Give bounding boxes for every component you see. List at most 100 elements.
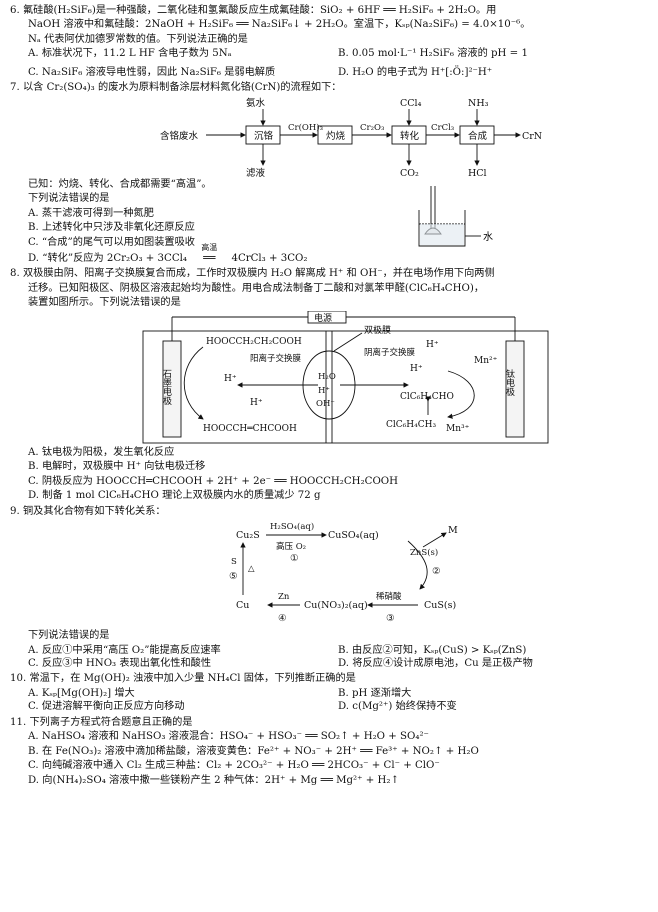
q7-high-temp-arrow: 高温 ══ [190,243,228,265]
r4-number: ④ [278,613,287,624]
cuso4: CuSO₄(aq) [328,530,379,541]
cu2s: Cu₂S [236,530,260,541]
q11-stem: 11. 下列离子方程式符合题意且正确的是 [10,716,193,728]
q9-figure-svg: Cu₂S H₂SO₄(aq) 高压 O₂ ① CuSO₄(aq) ZnS(s) … [229,521,458,624]
flow-filtrate: 滤液 [246,167,266,178]
dilute-nitric: 稀硝酸 [376,591,402,602]
q10-option-a[interactable]: A. Kₛₚ[Mg(OH)₂] 增大 [28,687,135,699]
q7-stem: 7. 以含 Cr₂(SO₄)₃ 的废水为原料制备涂层材料氮化铬(CrN)的流程如… [10,82,342,94]
flow-int3: CrCl₃ [431,123,454,133]
toluene-label: ClC₆H₄CH₃ [386,420,436,430]
zn-reagent: Zn [278,592,290,602]
power-label: 电源 [314,312,332,324]
graphite-electrode: 石墨电极 [161,369,172,406]
titanium-electrode: 钛电极 [504,368,515,397]
q11-option-b[interactable]: B. 在 Fe(NO₃)₂ 溶液中滴加稀盐酸，溶液变黄色：Fe²⁺ + NO₃⁻… [28,745,479,757]
q7-option-d-right: 4CrCl₃ + 3CO₂ [231,252,308,264]
s-reagent: S [231,557,237,567]
cu: Cu [236,600,249,611]
q9-option-c[interactable]: C. 反应③中 HNO₃ 表现出氧化性和酸性 [28,657,212,669]
q11-option-d[interactable]: D. 向(NH₄)₂SO₄ 溶液中撒一些镁粉产生 2 种气体：2H⁺ + Mg … [28,774,400,786]
q10-stem: 10. 常温下，在 Mg(OH)₂ 浊液中加入少量 NH₄Cl 固体，下列推断正… [10,673,356,685]
flow-product: CrN [522,131,542,142]
r2-number: ② [432,566,441,577]
r1-reagent: H₂SO₄(aq) [270,521,314,532]
q7-option-a[interactable]: A. 蒸干滤液可得到一种氮肥 [28,207,154,219]
question-8: 8. 双极膜由阴、阳离子交换膜复合而成，工作时双极膜内 H₂O 解离成 H⁺ 和… [10,267,650,502]
oh-inside: OH⁻ [316,399,335,409]
flow-int2: Cr₂O₃ [360,123,384,133]
h-plus-left2: H⁺ [250,398,263,408]
h-plus-right: H⁺ [410,364,423,374]
flow-ammonia: 氨水 [246,97,266,109]
q7-absorb-apparatus: 水 [418,185,493,247]
q7-option-d[interactable]: D. “转化”反应为 2Cr₂O₃ + 3CCl₄ 高温 ══ 4CrCl₃ +… [28,243,650,265]
heat-symbol: △ [248,564,255,574]
q10-option-b[interactable]: B. pH 逐渐增大 [338,687,412,699]
q9-option-d[interactable]: D. 将反应④设计成原电池，Cu 是正极产物 [338,657,533,669]
q7-flowchart: 含铬废水 氨水 沉铬 滤液 Cr(OH)₃ 灼烧 Cr₂O₃ CCl₄ 转化 C… [28,96,650,179]
anion-membrane: 阴离子交换膜 [364,347,416,358]
flow-ccl4: CCl₄ [400,98,422,109]
q7-high-temp-cond: 高温 [201,242,218,252]
q8-option-b[interactable]: B. 电解时，双极膜中 H⁺ 向钛电极迁移 [28,461,206,473]
q6-option-d[interactable]: D. H₂O 的电子式为 H⁺[:Ö:]²⁻H⁺ [338,66,493,78]
q6-option-b[interactable]: B. 0.05 mol·L⁻¹ H₂SiF₆ 溶液的 pH = 1 [338,48,528,60]
q6-options-ab: A. 标准状况下，11.2 L HF 含电子数为 5Nₐ B. 0.05 mol… [28,47,650,60]
q7-options: 已知：灼烧、转化、合成都需要“高温”。 下列说法错误的是 A. 蒸干滤液可得到一… [28,178,650,266]
q9-ask: 下列说法错误的是 [28,630,110,642]
q7-known: 已知：灼烧、转化、合成都需要“高温”。 [28,178,212,190]
question-10: 10. 常温下，在 Mg(OH)₂ 浊液中加入少量 NH₄Cl 固体，下列推断正… [10,672,650,713]
q8-stem-line3: 装置如图所示。下列说法错误的是 [28,297,181,309]
zns: ZnS(s) [410,547,438,558]
cus: CuS(s) [424,600,456,611]
q7-option-d-left: D. “转化”反应为 2Cr₂O₃ + 3CCl₄ [28,252,187,264]
flow-nh3: NH₃ [468,98,489,109]
q11-option-a[interactable]: A. NaHSO₄ 溶液和 NaHSO₃ 溶液混合：HSO₄⁻ + HSO₃⁻ … [28,731,429,743]
maleic-acid: HOOCCH═CHCOOH [203,424,297,434]
q10-options-ab: A. Kₛₚ[Mg(OH)₂] 增大 B. pH 逐渐增大 [28,687,650,700]
q7-flowchart-svg: 含铬废水 氨水 沉铬 滤液 Cr(OH)₃ 灼烧 Cr₂O₃ CCl₄ 转化 C… [160,97,542,179]
q8-option-c[interactable]: C. 阴极反应为 HOOCCH═CHCOOH + 2H⁺ + 2e⁻ ══ HO… [28,475,399,487]
q8-option-d[interactable]: D. 制备 1 mol ClC₆H₄CHO 理论上双极膜内水的质量减少 72 g [28,490,321,502]
cuno3: Cu(NO₃)₂(aq) [304,600,368,611]
q7-option-c[interactable]: C. “合成”的尾气可以用如图装置吸收 [28,236,195,248]
q8-stem-line1: 8. 双极膜由阴、阳离子交换膜复合而成，工作时双极膜内 H₂O 解离成 H⁺ 和… [10,268,495,280]
q6-option-c[interactable]: C. Na₂SiF₆ 溶液导电性弱，因此 Na₂SiF₆ 是弱电解质 [28,66,276,78]
flow-co2: CO₂ [400,168,419,178]
q10-option-c[interactable]: C. 促进溶解平衡向正反应方向移动 [28,701,185,713]
q10-option-d[interactable]: D. c(Mg²⁺) 始终保持不变 [338,701,457,713]
q7-option-b[interactable]: B. 上述转化中只涉及非氧化还原反应 [28,222,195,234]
h-plus-left: H⁺ [224,374,237,384]
question-11: 11. 下列离子方程式符合题意且正确的是 A. NaHSO₄ 溶液和 NaHSO… [10,716,650,787]
flow-int1: Cr(OH)₃ [288,122,323,133]
flow-box3-label: 转化 [400,130,420,142]
water-label: 水 [483,231,493,243]
bipolar-label: 双极膜 [364,324,391,336]
q8-option-a[interactable]: A. 钛电极为阳极，发生氧化反应 [28,446,175,458]
q10-options-cd: C. 促进溶解平衡向正反应方向移动 D. c(Mg²⁺) 始终保持不变 [28,700,650,713]
q9-option-a[interactable]: A. 反应①中采用“高压 O₂”能提高反应速率 [28,644,221,656]
q8-figure-svg: 电源 双极膜 石墨电极 钛电极 HOOCCH₂CH₂COOH 阳离子交换膜 阴离… [142,310,549,444]
cation-membrane: 阳离子交换膜 [250,353,302,364]
flow-box4-label: 合成 [468,130,488,142]
q9-stem: 9. 铜及其化合物有如下转化关系： [10,505,166,517]
q9-options-ab: A. 反应①中采用“高压 O₂”能提高反应速率 B. 由反应②可知，Kₛₚ(Cu… [28,644,650,657]
q6-option-a[interactable]: A. 标准状况下，11.2 L HF 含电子数为 5Nₐ [28,48,232,60]
m-label: M [448,525,458,536]
r1-number: ① [290,553,299,564]
r5-number: ⑤ [229,571,238,582]
question-6: 6. 氟硅酸(H₂SiF₆)是一种强酸，二氧化硅和氢氟酸反应生成氟硅酸：SiO₂… [10,4,650,79]
r3-number: ③ [386,613,395,624]
q7-ask: 下列说法错误的是 [28,193,110,205]
question-9: 9. 铜及其化合物有如下转化关系： Cu₂S [10,505,650,671]
q9-option-b[interactable]: B. 由反应②可知，Kₛₚ(CuS) > Kₛₚ(ZnS) [338,644,527,656]
q11-option-c[interactable]: C. 向纯碱溶液中通入 Cl₂ 生成三种盐：Cl₂ + 2CO₃²⁻ + H₂O… [28,760,440,772]
r1-condition: 高压 O₂ [276,541,306,552]
flow-start: 含铬废水 [160,130,199,142]
question-7: 7. 以含 Cr₂(SO₄)₃ 的废水为原料制备涂层材料氮化铬(CrN)的流程如… [10,81,650,266]
q8-stem-line2: 迁移。已知阳极区、阴极区溶液起始均为酸性。用电合成法制备丁二酸和对氯苯甲醛(Cl… [28,282,485,294]
mn3-label: Mn³⁺ [446,424,470,434]
q6-options-cd: C. Na₂SiF₆ 溶液导电性弱，因此 Na₂SiF₆ 是弱电解质 D. H₂… [28,66,650,79]
